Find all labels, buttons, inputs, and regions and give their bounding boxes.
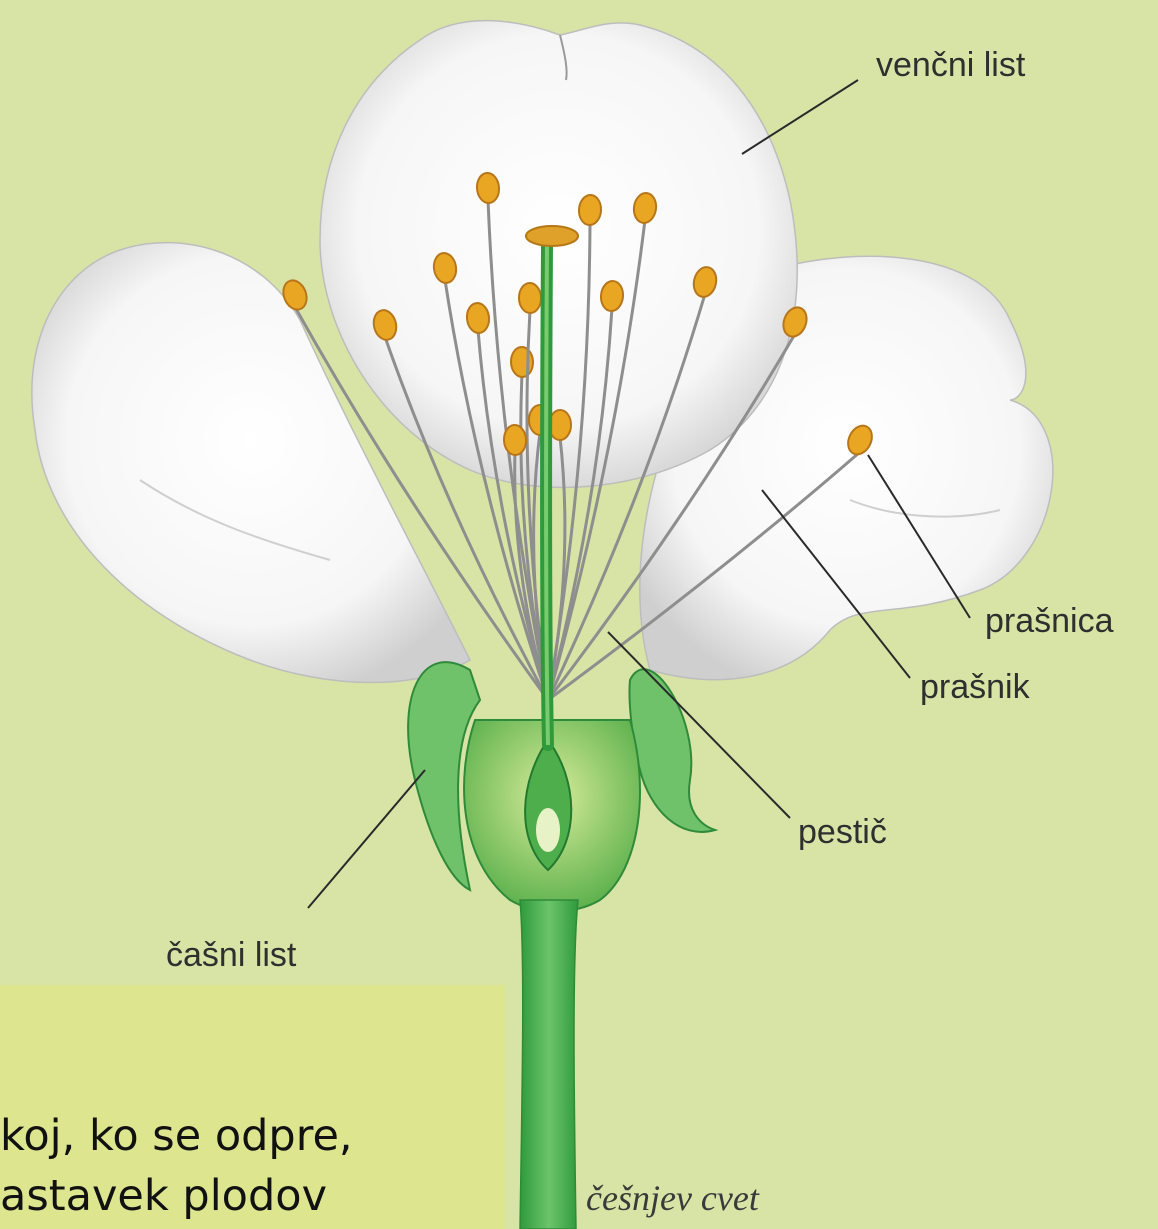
label-sepal: čašni list [166,936,297,974]
stem [520,900,578,1229]
slide-text-line1: koj, ko se odpre, [0,1111,353,1161]
diagram-caption: češnjev cvet [586,1178,760,1218]
stamen-anther [510,347,533,378]
label-pistil: pestič [798,813,887,851]
stigma [526,226,578,246]
label-stamen: prašnik [920,668,1031,706]
label-petal: venčni list [876,46,1026,84]
slide-text-line2: astavek plodov [0,1171,327,1221]
stamen-anther [503,424,526,455]
label-anther: prašnica [985,602,1114,640]
stamen-anther [519,283,542,314]
stamen-anther [578,194,602,225]
sepal-right [629,669,715,832]
